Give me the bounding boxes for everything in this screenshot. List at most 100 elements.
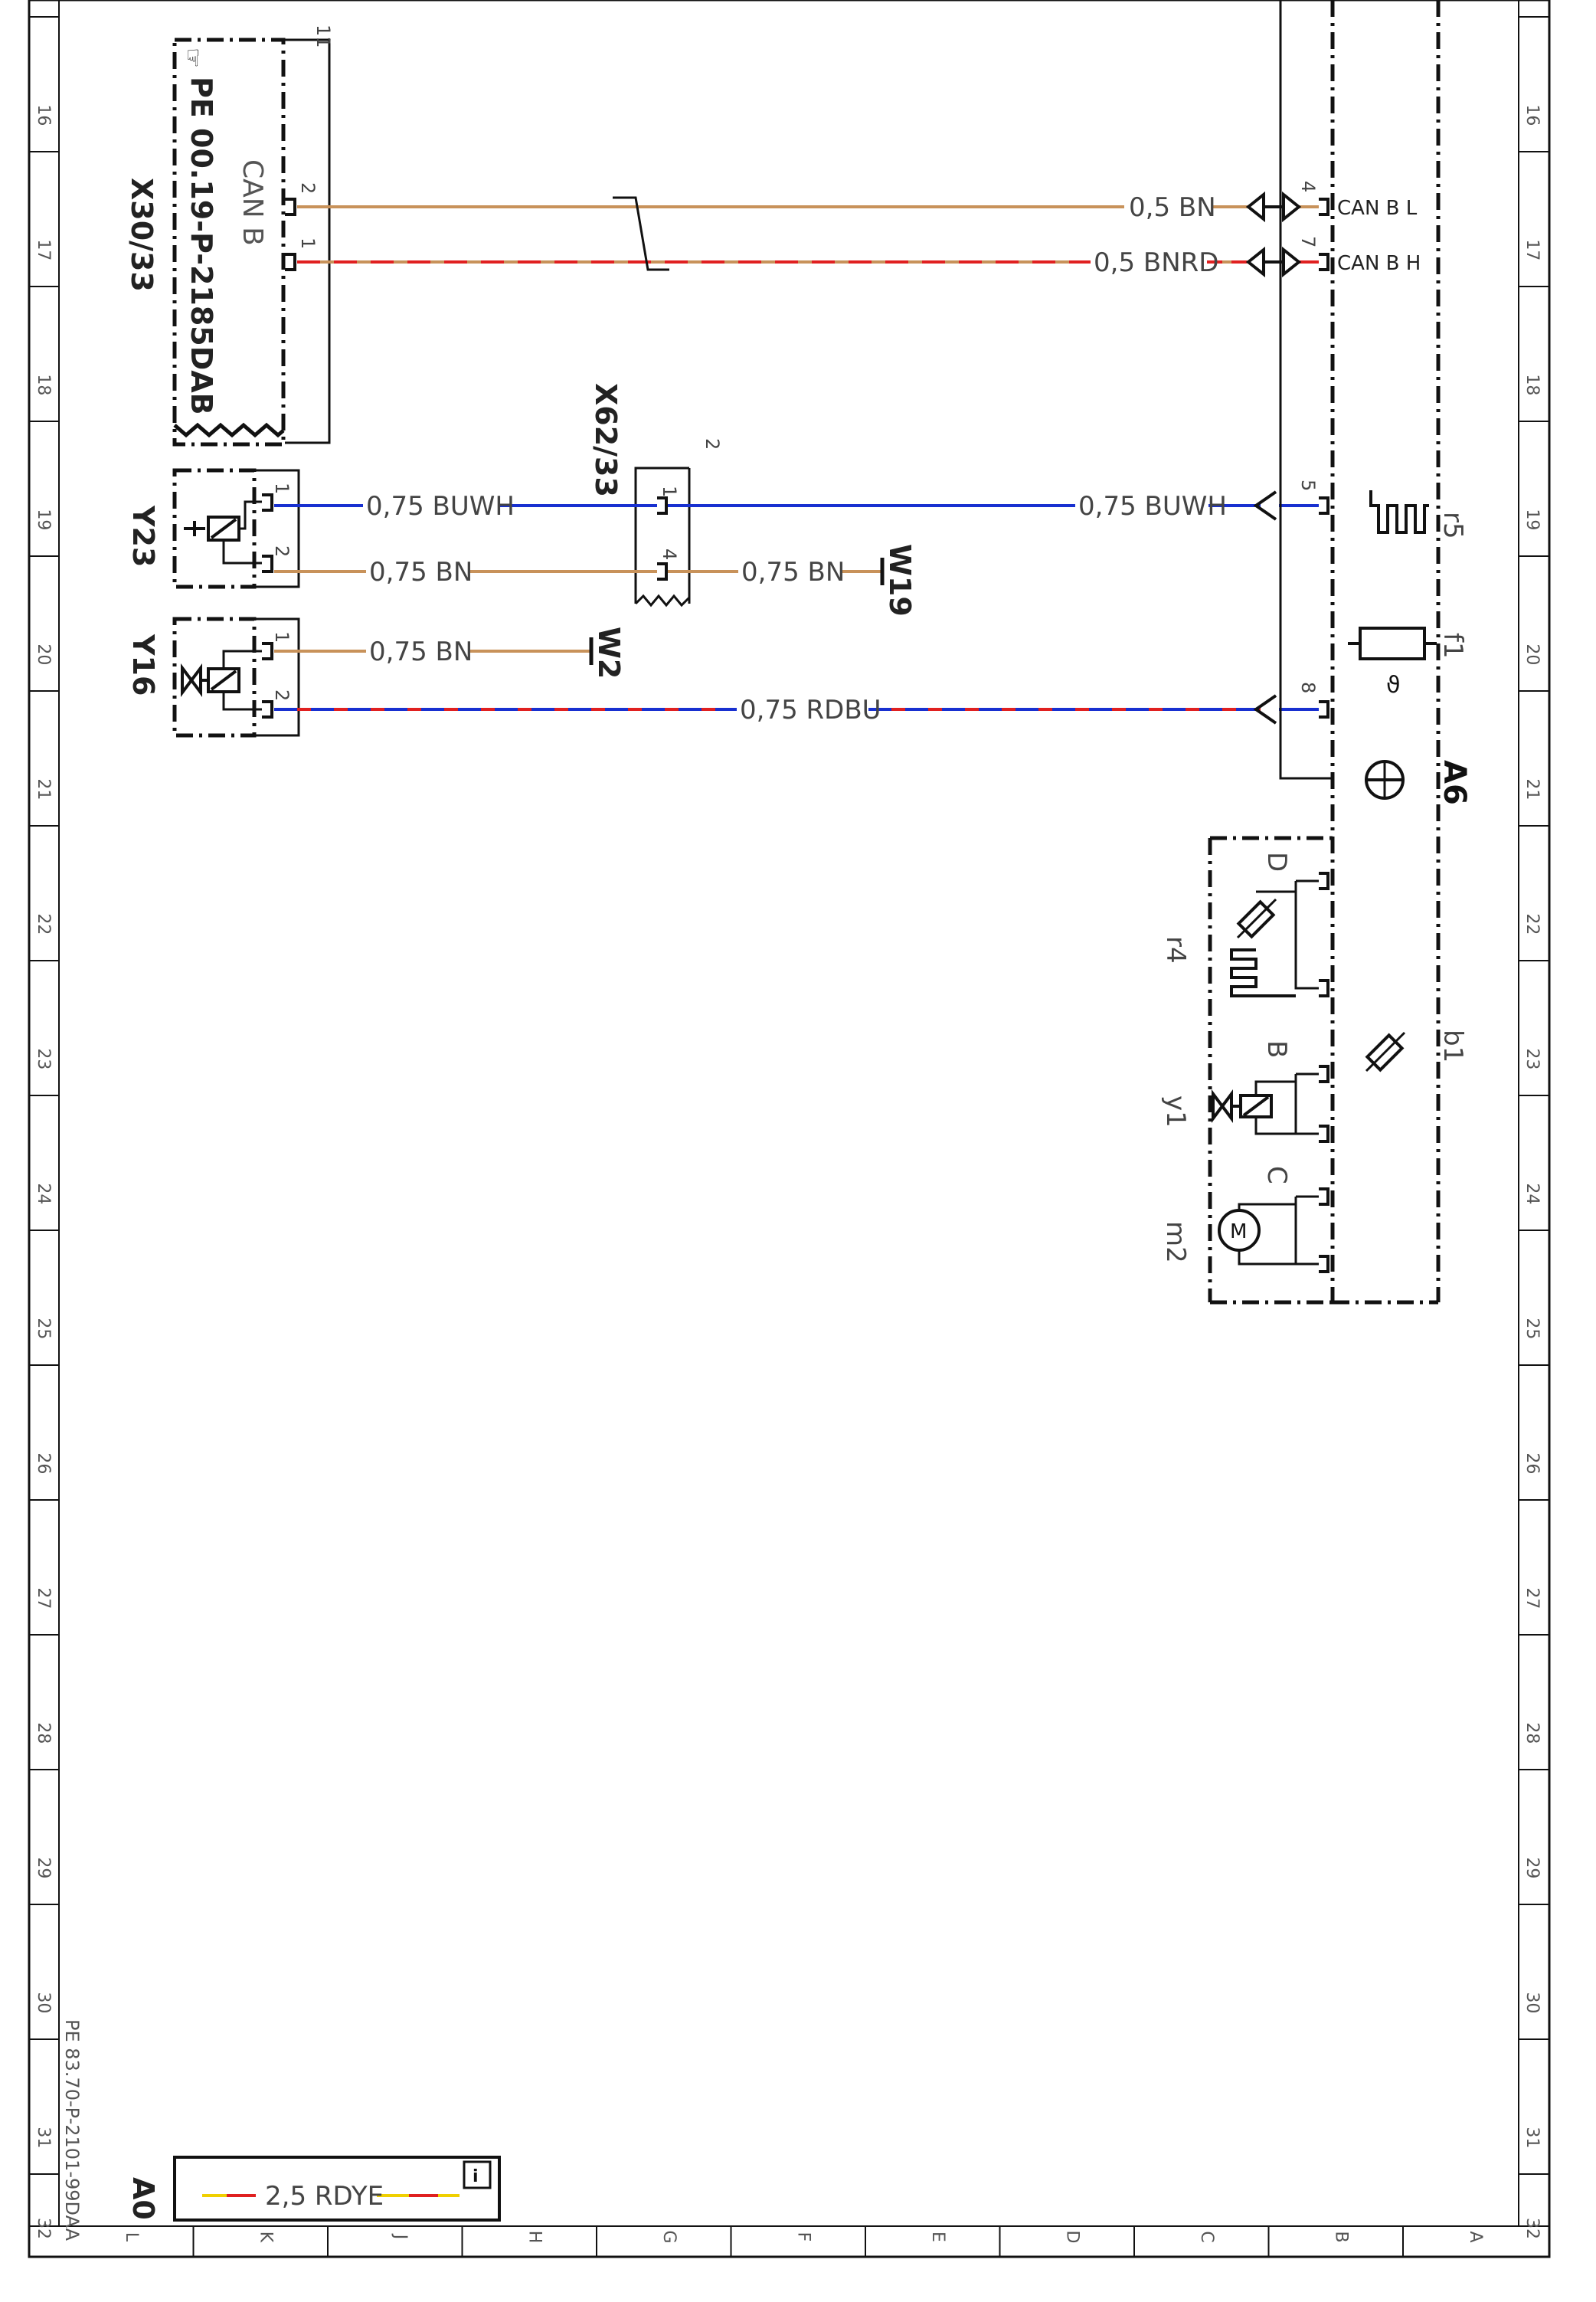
y16-ref: Y16 [126,634,160,696]
component-y16: 1 2 Y16 [126,617,300,738]
wire-label-y23-p1-left: 0,75 BUWH [366,491,515,522]
row-label-left: 22 [34,913,53,935]
sub-d-label: D [1261,852,1292,872]
x30-pin2: 2 [297,182,319,194]
x30-pin2-shape [285,198,296,216]
row-label-left: 25 [34,1318,53,1339]
hand-pointer-icon: ☞ [179,47,206,68]
row-label-right: 17 [1522,239,1542,260]
row-label-right: 24 [1522,1183,1542,1204]
x30-pin1: 1 [297,237,319,249]
a0-ref: A0 [126,2177,160,2220]
row-label-left: 27 [34,1587,53,1609]
component-a6: 4 7 5 8 CAN B L CAN B H r5 ϑ f1 A6 b1 [1279,0,1472,1305]
row-label-right: 29 [1522,1857,1542,1878]
row-label-right: 30 [1522,1992,1542,2013]
wire-label-y23-p1-right: 0,75 BUWH [1078,491,1227,522]
row-label-left: 30 [34,1992,53,2013]
legend-a0: 2,5 RDYE i A0 [126,2156,501,2222]
row-label-left: 18 [34,374,53,395]
a6-pin7: 7 [1297,236,1319,247]
row-label-right: 19 [1522,509,1542,530]
can-l-connector-arrows [1245,191,1302,223]
column-label: D [1062,2231,1081,2244]
footer-doc-number: PE 83.70-P-2101-99DAA [61,2019,83,2241]
row-label-left: 26 [34,1452,53,1474]
column-label: H [525,2231,544,2244]
wire-label-can-h: 0,5 BNRD [1094,247,1218,278]
heater-r4-icon [1230,948,1296,997]
ground-w2-label: W2 [592,627,626,679]
a6-pin5: 5 [1297,480,1319,491]
a6-f1-label: f1 [1437,633,1468,659]
row-label-left: 19 [34,509,53,530]
wire-label-y16-p2: 0,75 RDBU [740,695,881,725]
a6-can-l-label: CAN B L [1337,197,1418,220]
wire-label-y23-p2-right: 0,75 BN [741,557,845,588]
row-label-left: 23 [34,1048,53,1069]
column-label: A [1466,2231,1485,2242]
fuse-f1-icon [1359,627,1426,660]
row-label-right: 28 [1522,1722,1542,1744]
x62-pin4: 4 [659,548,680,560]
row-label-left: 20 [34,643,53,665]
row-label-right: 23 [1522,1048,1542,1069]
row-label-left: 29 [34,1857,53,1878]
column-label: K [256,2232,275,2243]
sub-b-label: B [1261,1040,1292,1058]
wire-label-y16-p1: 0,75 BN [369,637,473,667]
row-label-right: 26 [1522,1452,1542,1474]
row-label-right: 21 [1522,778,1542,800]
sub-module: D r4 B y1 M C m2 [1160,836,1333,1305]
x30-doc-ref: PE 00.19-P-2185DAB [185,77,218,415]
a6-r5-label: r5 [1437,512,1468,539]
column-label: J [391,2233,410,2240]
frame [28,0,1551,2258]
heater-r5-icon [1369,490,1429,534]
column-label: B [1331,2231,1350,2242]
row-label-right: 25 [1522,1318,1542,1339]
a6-can-h-label: CAN B H [1337,252,1421,275]
column-label: E [928,2232,947,2242]
y23-pin2: 2 [271,545,293,557]
y23-pin1: 1 [271,483,293,494]
row-label-left: 28 [34,1722,53,1744]
row-label-left: 32 [34,2218,53,2239]
connector-x62: 1 4 2 X62/33 [589,383,723,607]
x30-pin1-shape [285,253,296,271]
a6-pin4: 4 [1297,181,1319,192]
column-label: C [1197,2231,1216,2242]
ground-w19-label: W19 [883,544,917,617]
x30-ref: X30/33 [125,178,159,292]
row-label-left: 21 [34,778,53,800]
y16-pin1: 1 [271,631,293,643]
sub-y1-label: y1 [1160,1095,1191,1128]
legend-wire-label: 2,5 RDYE [265,2181,384,2212]
column-label: G [659,2230,679,2243]
wire-label-y23-p2-left: 0,75 BN [369,557,473,588]
column-label: F [793,2232,813,2242]
row-label-right: 18 [1522,374,1542,395]
twisted-pair-marker [613,196,669,271]
row-label-right: 32 [1522,2218,1542,2239]
y16-pin2: 2 [271,689,293,701]
x30-bus-label: CAN B [237,159,268,246]
row-label-right: 16 [1522,104,1542,126]
row-label-left: 17 [34,239,53,260]
row-label-left: 31 [34,2127,53,2148]
row-label-left: 16 [34,104,53,126]
temperature-icon: ϑ [1386,672,1401,699]
x62-bracket-label: 2 [702,438,723,450]
info-glyph: i [473,2167,479,2186]
component-y23: 1 2 Y23 [126,468,300,589]
row-label-right: 27 [1522,1587,1542,1609]
column-label: L [122,2232,141,2242]
info-icon [463,2160,492,2189]
can-h-connector-arrows [1245,246,1302,278]
a6-pin8-arrow-icon [1253,694,1277,725]
motor-m-glyph: M [1230,1220,1247,1243]
